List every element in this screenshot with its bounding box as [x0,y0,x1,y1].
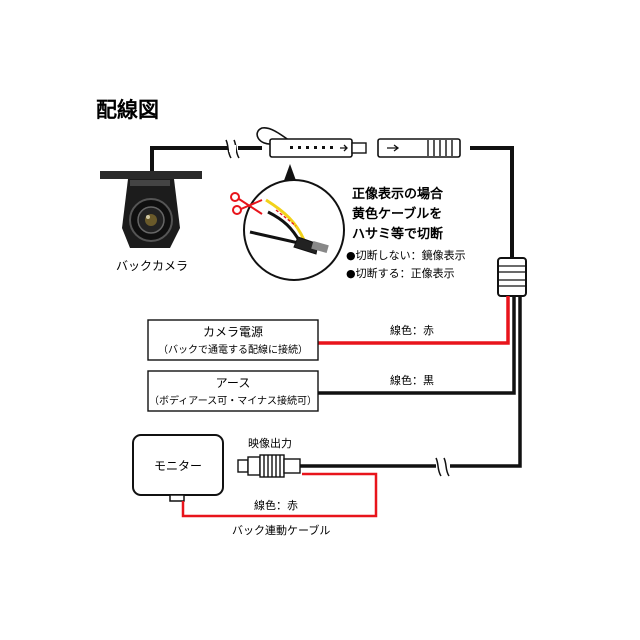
connector-female [269,138,367,158]
zoom-callout [243,179,345,281]
note-bullet-2: ●切断する：正像表示 [346,266,455,280]
video-cable-break-mark [435,457,450,477]
ground-wire-label: 線色：黒 [390,373,434,387]
ground-box-title: アース [216,376,251,390]
monitor-label: モニター [154,459,202,473]
power-box-title: カメラ電源 [203,325,263,339]
ground-box [147,370,319,412]
red-power-wire [318,296,510,345]
connector-male [377,138,461,158]
note-line-2: 黄色ケーブルを [352,206,442,222]
note-line-3: ハサミ等で切断 [352,226,443,242]
monitor-icon [132,434,224,502]
back-camera-icon [100,171,202,248]
rca-plug-icon [237,454,301,478]
video-black-wire [450,296,522,468]
cable-break-mark [225,139,240,159]
wire-junction [497,257,527,297]
power-box [147,319,319,361]
black-ground-wire [318,296,516,395]
note-bullet-1: ●切断しない：鏡像表示 [346,248,466,262]
camera-main-cable [150,146,514,260]
back-link-cable-label: バック連動ケーブル [232,523,330,537]
note-line-1: 正像表示の場合 [352,186,444,202]
power-wire-label: 線色：赤 [390,323,434,337]
red-back-link-wire [181,472,378,518]
diagram-title: 配線図 [96,98,159,122]
monitor-wire-label: 線色：赤 [254,498,298,512]
ground-box-sub: （ボディアース可・マイナス接続可） [149,394,317,407]
camera-label: バックカメラ [116,259,188,273]
video-out-label: 映像出力 [248,436,292,450]
power-box-sub: （バックで通電する配線に接続） [158,343,308,356]
scissors-icon [230,192,263,215]
